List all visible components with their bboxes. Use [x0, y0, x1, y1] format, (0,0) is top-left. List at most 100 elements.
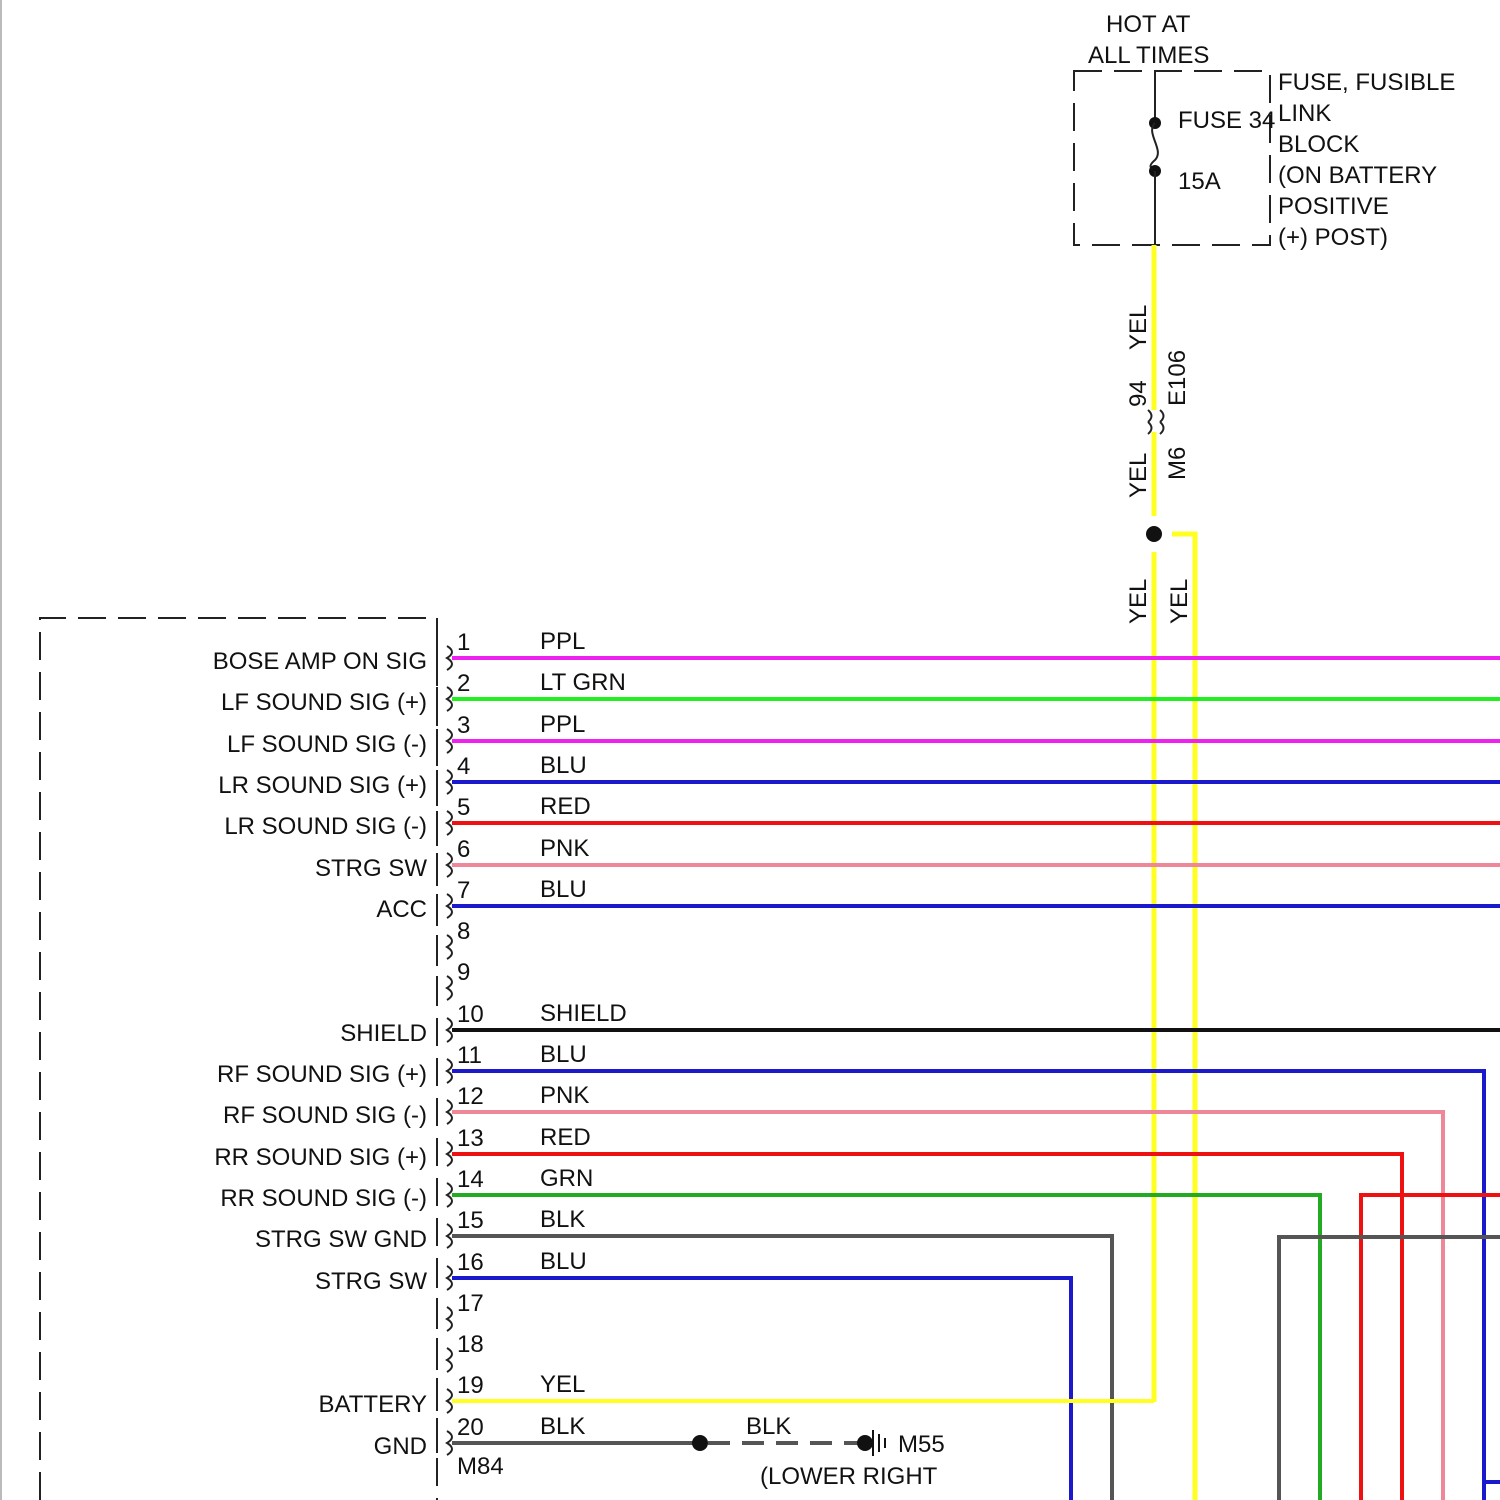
ground-location: (LOWER RIGHT — [760, 1463, 938, 1490]
pin-function-label: RR SOUND SIG (-) — [220, 1185, 427, 1212]
pin-function-label: RF SOUND SIG (-) — [223, 1102, 427, 1129]
fuse-block-header-line2: ALL TIMES — [1088, 42, 1209, 69]
wire-pin-11 — [452, 1071, 1484, 1500]
battery-feed: YEL 94 E106 YEL M6 YEL YEL — [1125, 245, 1195, 1500]
branch-right-color: YEL — [1166, 579, 1193, 624]
pin-number: 13 — [457, 1125, 484, 1152]
pin-cavity-icon — [447, 1348, 452, 1372]
wire-color-label: PNK — [540, 835, 589, 862]
wire-color-label: BLU — [540, 876, 587, 903]
pin-cavity-icon — [447, 646, 452, 670]
wire-red-return — [1361, 1195, 1500, 1500]
pin-cavity-icon — [447, 853, 452, 877]
fuse-name: FUSE 34 — [1178, 107, 1275, 134]
fuse-rating: 15A — [1178, 168, 1221, 195]
pin-cavity-icon — [447, 1100, 452, 1124]
feed-branch-right — [1172, 534, 1195, 1500]
wire-color-label: BLU — [540, 1248, 587, 1275]
wire-color-label: PPL — [540, 628, 585, 655]
pin-cavity-icon — [447, 1266, 452, 1290]
pin-row-9: 9 — [437, 959, 470, 1000]
ground-circuit: BLK M55 (LOWER RIGHT — [680, 1413, 945, 1490]
wire-pin-14 — [452, 1195, 1320, 1500]
pin-cavity-icon — [447, 976, 452, 1000]
pin-function-label: SHIELD — [340, 1020, 427, 1047]
pin-row-10: 10SHIELDSHIELD — [340, 1000, 626, 1047]
pin-function-label: RF SOUND SIG (+) — [217, 1061, 427, 1088]
pin-number: 15 — [457, 1207, 484, 1234]
pin-number: 8 — [457, 918, 470, 945]
wire-color-label: LT GRN — [540, 669, 626, 696]
fuse-block-title-5: POSITIVE — [1278, 193, 1389, 220]
pin-number: 3 — [457, 712, 470, 739]
pin-number: 2 — [457, 670, 470, 697]
ground-symbol-icon — [873, 1430, 885, 1456]
pin-cavity-icon — [447, 935, 452, 959]
pin-cavity-icon — [447, 1431, 452, 1455]
pin-function-label: LR SOUND SIG (-) — [224, 813, 427, 840]
connector-id-lower: M6 — [1164, 447, 1191, 480]
pin-function-label: STRG SW GND — [255, 1226, 427, 1253]
wire-color-label: RED — [540, 793, 591, 820]
pin-number: 10 — [457, 1001, 484, 1028]
ground-id: M55 — [898, 1431, 945, 1458]
pin-cavity-icon — [447, 729, 452, 753]
module-connector-id: M84 — [457, 1453, 504, 1480]
fuse-block-title-4: (ON BATTERY — [1278, 162, 1437, 189]
pin-number: 4 — [457, 753, 470, 780]
feed-wire-color-lower: YEL — [1125, 453, 1152, 498]
pin-function-label: RR SOUND SIG (+) — [214, 1144, 427, 1171]
pin-row-3: 3LF SOUND SIG (-)PPL — [227, 711, 585, 758]
pin-cavity-icon — [447, 1183, 452, 1207]
wire-color-label: GRN — [540, 1165, 593, 1192]
pin-function-label: BATTERY — [319, 1391, 427, 1418]
fuse-block-header-line1: HOT AT — [1106, 11, 1191, 38]
connector-pin-number: 94 — [1125, 380, 1152, 407]
pin-cavity-icon — [447, 1389, 452, 1413]
pin-number: 12 — [457, 1083, 484, 1110]
wire-color-label: BLK — [540, 1206, 585, 1233]
inline-connector-icon — [1148, 410, 1164, 434]
wire-color-label: BLK — [540, 1413, 585, 1440]
pin-number: 11 — [457, 1042, 482, 1069]
fuse-block: HOT AT ALL TIMES FUSE 34 15A FUSE, FUSIB… — [1074, 11, 1455, 251]
pin-row-17: 17 — [437, 1290, 484, 1331]
pin-cavity-icon — [447, 811, 452, 835]
fuse-element-icon — [1150, 123, 1157, 170]
pin-function-label: STRG SW — [315, 855, 427, 882]
pin-number: 6 — [457, 836, 470, 863]
pin-number: 14 — [457, 1166, 484, 1193]
wire-blk-return — [1279, 1237, 1500, 1500]
pin-cavity-icon — [447, 687, 452, 711]
fuse-block-title-1: FUSE, FUSIBLE — [1278, 69, 1455, 96]
fuse-block-outline — [1074, 71, 1270, 245]
pin-number: 20 — [457, 1414, 484, 1441]
fuse-block-title-3: BLOCK — [1278, 131, 1359, 158]
connector-id-upper: E106 — [1164, 350, 1191, 406]
ground-terminal-dot — [857, 1435, 873, 1451]
wire-pin-15 — [452, 1236, 1112, 1500]
pin-row-13: 13 RR SOUND SIG (+) RED — [214, 1124, 590, 1171]
pin-function-label: BOSE AMP ON SIG — [213, 648, 427, 675]
branch-left-color: YEL — [1125, 579, 1152, 624]
pin-cavity-icon — [447, 770, 452, 794]
pin-number: 19 — [457, 1372, 484, 1399]
fuse-block-title-6: (+) POST) — [1278, 224, 1388, 251]
pin-function-label: GND — [374, 1433, 427, 1460]
ground-wire-color: BLK — [746, 1413, 791, 1440]
wire-color-label: SHIELD — [540, 1000, 627, 1027]
pin-number: 17 — [457, 1290, 484, 1317]
pin-row-7: 7ACCBLU — [376, 876, 586, 923]
pin-number: 18 — [457, 1331, 484, 1358]
pin-function-label: LF SOUND SIG (+) — [221, 689, 427, 716]
wire-color-label: RED — [540, 1124, 591, 1151]
pin-cavity-icon — [447, 1059, 452, 1083]
wire-color-label: PPL — [540, 711, 585, 738]
